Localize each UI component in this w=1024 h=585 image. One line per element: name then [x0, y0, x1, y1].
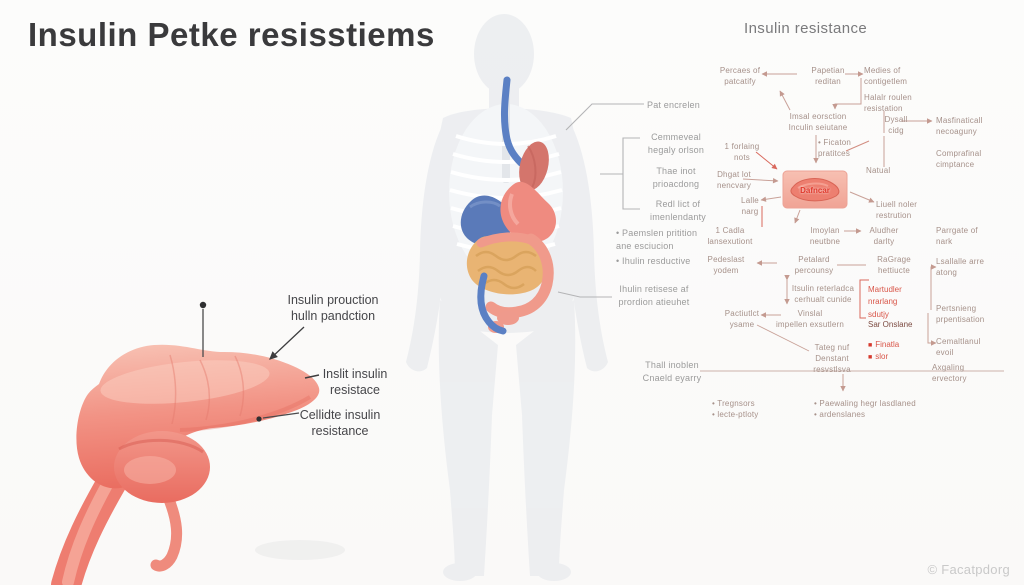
body-label: Thall inoblen Cnaeld eyarry	[642, 360, 702, 383]
flow-node: Itsulin reterladca cerhualt cunide	[791, 284, 855, 304]
flow-node: Papetian reditan	[811, 66, 845, 86]
flow-node: Aludher darlty	[869, 226, 899, 246]
flow-node: • Ficaton pratitces	[818, 138, 852, 158]
body-label: • Paemslen pritition ane esciucion	[616, 228, 698, 251]
body-label: Pat encrelen	[647, 100, 700, 110]
flow-node: Tateg nuf Denstant resvstlsva	[813, 343, 851, 374]
figure-label-insulin-resistance: Inslit insulin resistace	[322, 367, 388, 398]
flow-node: Pertsnieng prpentisation	[936, 304, 985, 324]
digestive-organs	[460, 76, 557, 335]
body-label: • Ihulin resductive	[616, 256, 691, 266]
flow-node: Lalle narg	[741, 196, 759, 216]
flow-node: Cemaltlanul evoil	[936, 337, 981, 357]
flowchart-connectors	[700, 71, 1004, 392]
body-label: Redl lict of imenlendanty	[650, 199, 706, 222]
flow-red-title: Martudler nrarlang sdutjy	[868, 285, 902, 319]
flow-center-box-label: Dafncar	[800, 186, 830, 195]
flow-node: Dhgat lot nencvary	[716, 170, 752, 190]
body-label: Ihulin retisese af prordion atieuhet	[618, 284, 690, 307]
red-square-icon: ■	[868, 354, 873, 361]
body-label: Thae inot prioacdong	[652, 166, 700, 189]
flow-node: 1 forlaing nots	[724, 142, 760, 162]
flowchart-title: Insulin resistance	[744, 20, 868, 37]
watermark: © Facatpdorg	[927, 562, 1010, 577]
flow-footnote: • Paewaling hegr lasdlaned • ardenslanes	[814, 399, 916, 419]
red-item-label: slor	[875, 352, 889, 361]
flow-node: Masfinaticall necoaguny	[936, 116, 983, 136]
flow-red-list-title: Sar Onslane	[868, 320, 913, 329]
pancreas-illustration	[51, 344, 345, 585]
figure-label-insulin-production: Insulin prouction hulln pandction	[287, 293, 379, 324]
flow-red-item: ■slor	[868, 343, 888, 361]
flow-node: Vinslal impellen exsutlern	[775, 309, 845, 329]
flow-node: Percaes of patcatify	[719, 66, 761, 86]
flow-node: 1 Cadla lansexutiont	[707, 226, 753, 246]
flow-node: Comprafinal cimptance	[936, 149, 982, 169]
flow-node: Medies of contigetlem	[864, 66, 908, 86]
page-title: Insulin Petke resisstiems	[28, 16, 435, 53]
flow-red-item: ■Finatla	[868, 331, 899, 349]
flow-node: Pedeslast yodem	[707, 255, 745, 275]
flow-node: Halalr roulen resistation	[864, 93, 912, 113]
flow-node: Imoylan neutbne	[809, 226, 841, 246]
flow-node: Natual	[866, 166, 891, 175]
red-item-label: Finatla	[875, 340, 900, 349]
figure-label-cell-resistance: Cellidte insulin resistance	[299, 408, 381, 439]
red-square-icon: ■	[868, 342, 873, 349]
flow-node: Axgaling ervectory	[932, 363, 967, 383]
flow-node: Lsallalle arre atong	[936, 257, 985, 277]
body-label: Cemmeveal hegaly orlson	[647, 132, 705, 155]
flow-node: Liuell noler restrution	[876, 200, 918, 220]
body-label-connectors	[557, 103, 644, 298]
flow-node: Dysall cidg	[884, 115, 908, 135]
flow-footnote: • Tregnsors • lecte-ptloty	[712, 399, 759, 419]
flowchart-center-box	[782, 170, 848, 209]
flow-node: Imsal eorsction Inculin seiutane	[788, 112, 848, 132]
flow-node: RaGrage hettiucte	[877, 255, 911, 275]
flow-node: Petalard percounsy	[794, 255, 834, 275]
flow-node: Parrgate of nark	[936, 226, 978, 246]
figure-annotation-lines	[199, 301, 320, 422]
flow-node: Pactiutlct ysame	[724, 309, 760, 329]
